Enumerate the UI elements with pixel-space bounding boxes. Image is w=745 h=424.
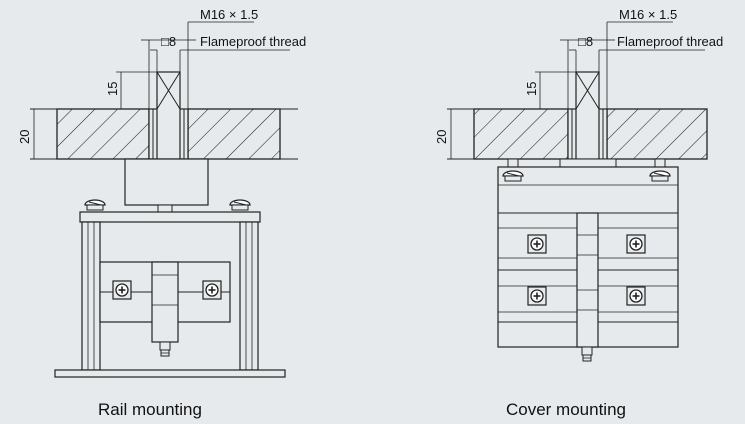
rail-mounting-caption: Rail mounting xyxy=(98,400,202,419)
square-size-label: □8 xyxy=(161,34,176,49)
screw-head-icon xyxy=(112,280,132,300)
screw-head-icon xyxy=(202,280,222,300)
switch-housing xyxy=(54,158,286,378)
switch-housing xyxy=(497,158,679,362)
thread-note-label: Flameproof thread xyxy=(617,34,723,49)
screw-head-icon xyxy=(626,286,646,306)
dimension-lines xyxy=(33,21,290,159)
cover-mounting-caption: Cover mounting xyxy=(506,400,626,419)
thread-spec-label: M16 × 1.5 xyxy=(619,7,677,22)
screw-head-icon xyxy=(527,286,547,306)
mounting-plate xyxy=(447,108,708,160)
screw-head-icon xyxy=(527,234,547,254)
height-dimension-label: 15 xyxy=(524,82,539,96)
height-dimension-label: 15 xyxy=(105,82,120,96)
thickness-dimension-label: 20 xyxy=(434,130,449,144)
dimension-lines xyxy=(450,21,705,159)
threaded-shaft xyxy=(567,22,608,160)
thread-note-label: Flameproof thread xyxy=(200,34,306,49)
square-size-label: □8 xyxy=(578,34,593,49)
cover-mounting-drawing: M16 × 1.5 □8 Flameproof thread 15 20 Cov… xyxy=(434,7,723,419)
rail-mounting-drawing: M16 × 1.5 □8 Flameproof thread 15 20 Rai… xyxy=(17,7,306,419)
thread-spec-label: M16 × 1.5 xyxy=(200,7,258,22)
screw-head-icon xyxy=(626,234,646,254)
mounting-plate xyxy=(30,108,298,160)
thickness-dimension-label: 20 xyxy=(17,130,32,144)
